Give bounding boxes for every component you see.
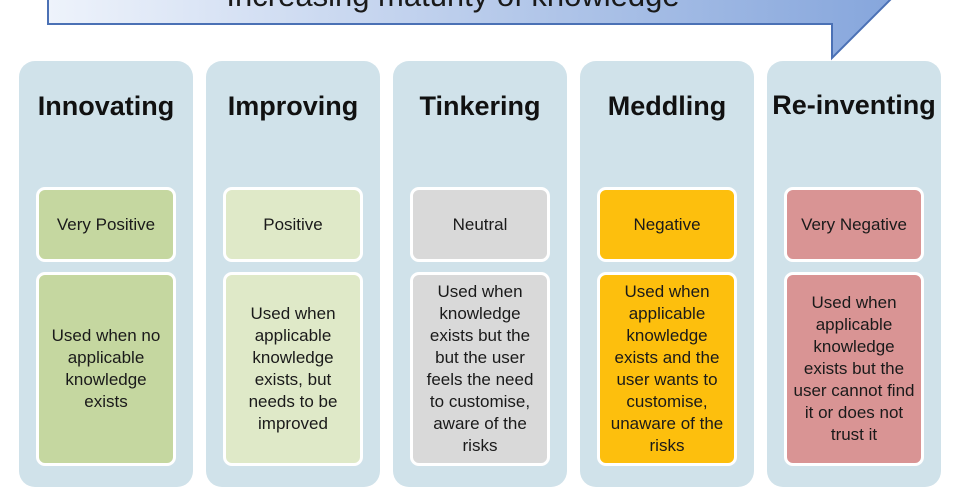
rating-box: Negative bbox=[597, 187, 737, 262]
column-title: Meddling bbox=[607, 91, 727, 121]
column-title: Re-inventing bbox=[772, 90, 936, 120]
description-box: Used when no applicable knowledge exists bbox=[36, 272, 176, 466]
column-reinventing: Re-inventing Very Negative Used when app… bbox=[767, 61, 941, 487]
column-title: Tinkering bbox=[419, 91, 541, 121]
maturity-arrow-banner bbox=[47, 0, 892, 61]
column-tinkering: Tinkering Neutral Used when knowledge ex… bbox=[393, 61, 567, 487]
description-box: Used when applicable knowledge exists, b… bbox=[223, 272, 363, 466]
arrow-shape bbox=[47, 0, 892, 61]
rating-box: Very Negative bbox=[784, 187, 924, 262]
description-box: Used when knowledge exists but the but t… bbox=[410, 272, 550, 466]
column-innovating: Innovating Very Positive Used when no ap… bbox=[19, 61, 193, 487]
rating-box: Positive bbox=[223, 187, 363, 262]
column-improving: Improving Positive Used when applicable … bbox=[206, 61, 380, 487]
description-box: Used when applicable knowledge exists an… bbox=[597, 272, 737, 466]
banner-title: Increasing maturity of knowledge bbox=[48, 0, 858, 14]
column-meddling: Meddling Negative Used when applicable k… bbox=[580, 61, 754, 487]
description-box: Used when applicable knowledge exists bu… bbox=[784, 272, 924, 466]
column-title: Improving bbox=[227, 91, 359, 121]
rating-box: Neutral bbox=[410, 187, 550, 262]
rating-box: Very Positive bbox=[36, 187, 176, 262]
column-title: Innovating bbox=[37, 91, 175, 121]
